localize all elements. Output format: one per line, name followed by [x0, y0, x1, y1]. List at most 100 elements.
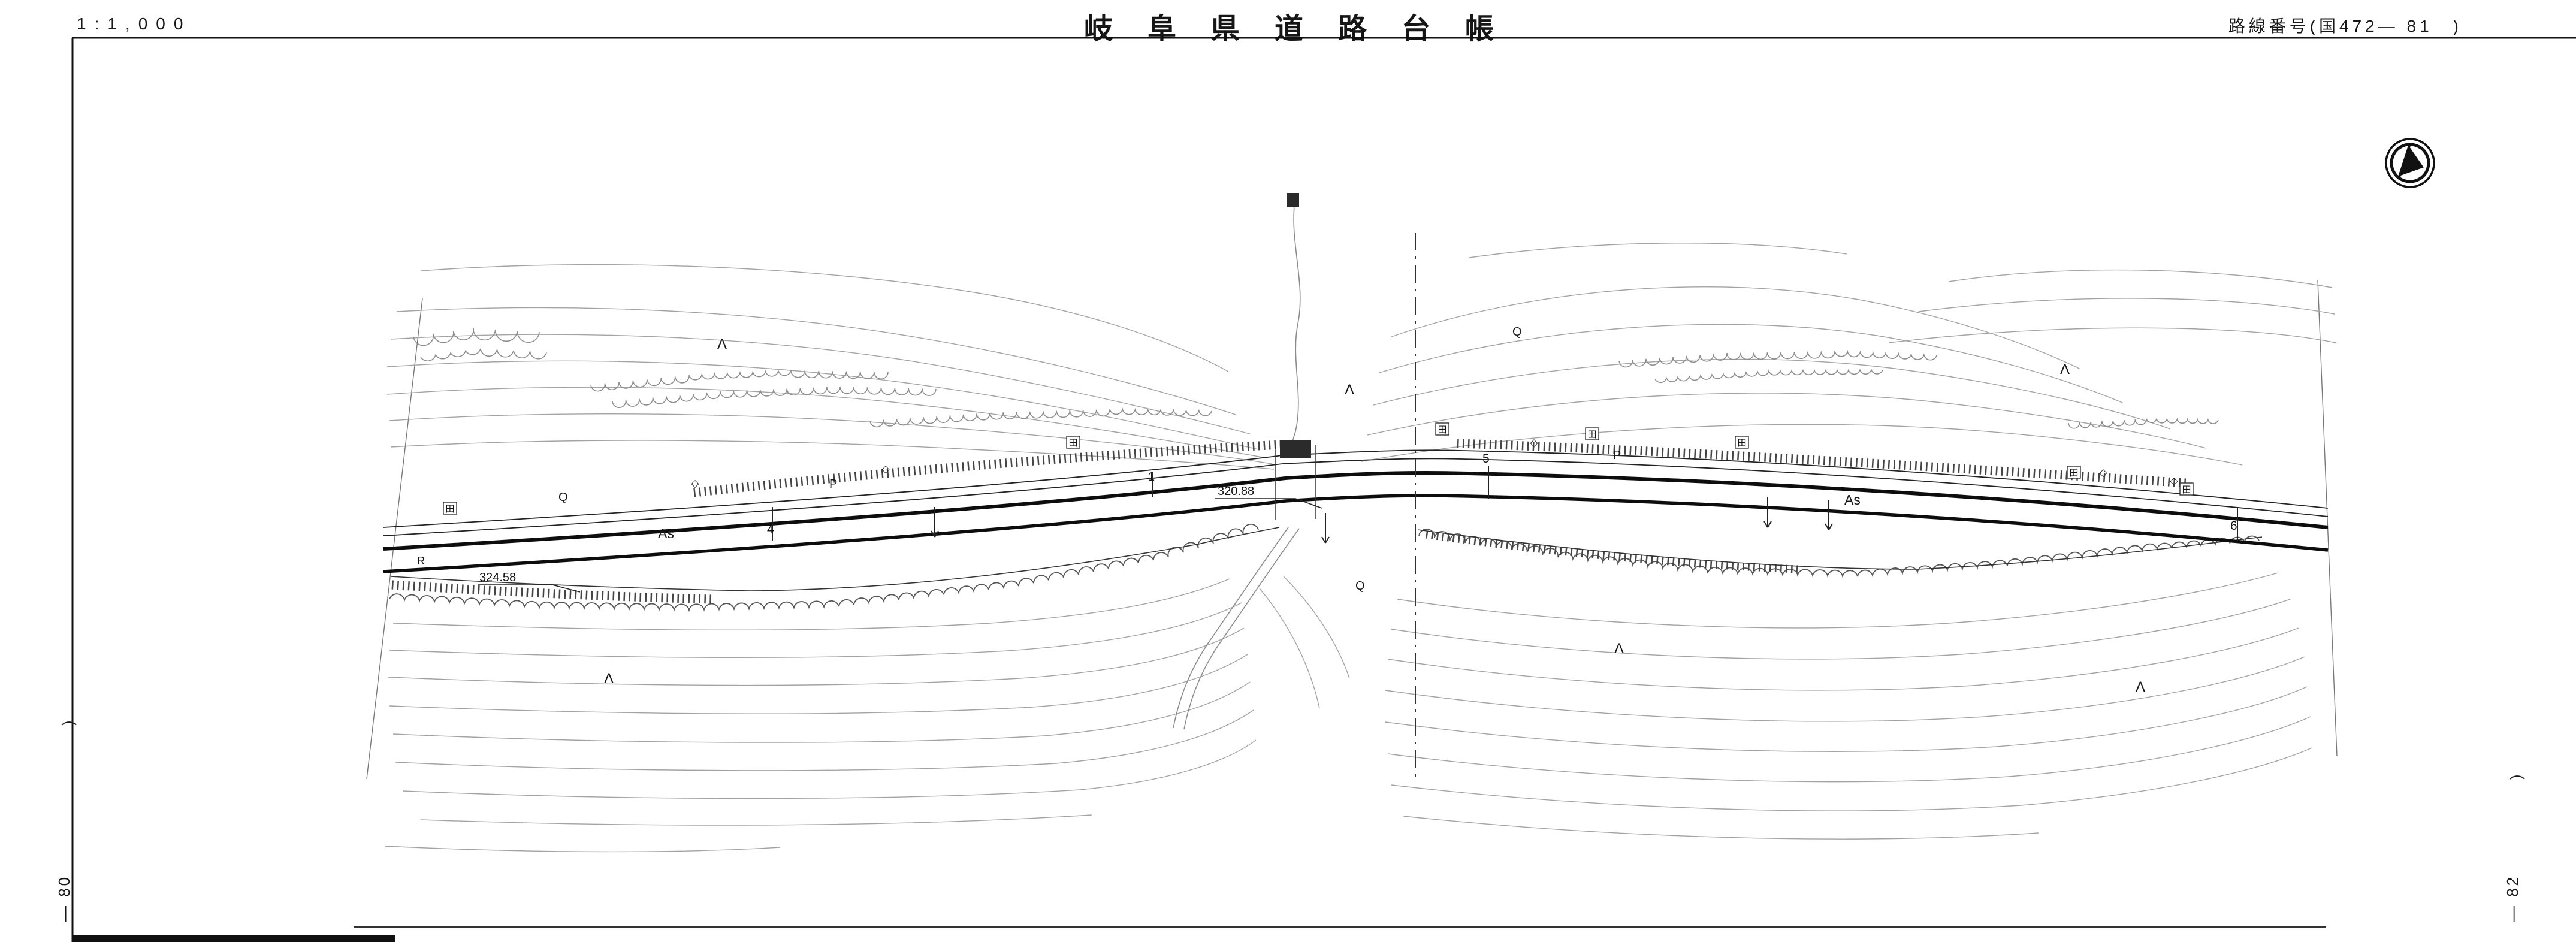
contour-line [1387, 627, 2299, 691]
contour-line [1469, 243, 1847, 258]
contour-line [1385, 656, 2305, 722]
contour-line [395, 709, 1254, 771]
contour-line [396, 307, 1236, 415]
contour-line [1367, 393, 2207, 449]
rice-field-symbol: 田 [2067, 466, 2081, 479]
flow-arrow [1825, 500, 1833, 530]
route-number: 路線番号(国472— 81 ) [2228, 17, 2462, 35]
sheet-match-line-left [366, 298, 423, 780]
svg-text:田: 田 [445, 504, 454, 514]
contour-line [1391, 599, 2291, 660]
svg-text:田: 田 [1068, 438, 1077, 448]
wall-top-line [1417, 529, 2263, 570]
diamond-symbols: ◇ ◇ ◇ ◇ ◇ [691, 437, 2178, 489]
diamond-symbol: ◇ [881, 463, 890, 475]
tree-symbol: Λ [717, 336, 727, 352]
leader-line [552, 584, 581, 593]
contour-line [1391, 286, 2081, 370]
q-label: Q [1512, 325, 1522, 339]
rice-field-symbol: 田 [1435, 422, 1449, 436]
road-marks [772, 466, 2238, 544]
rice-field-symbol: 田 [1066, 436, 1080, 449]
contour-line [1283, 576, 1350, 679]
tree-row [413, 328, 540, 346]
tree-symbol: Λ [2060, 361, 2070, 378]
contour-line [1379, 324, 2123, 403]
leader-line [1295, 498, 1322, 509]
sheet-match-line-right [2317, 280, 2338, 757]
station-label: 5 [1482, 452, 1490, 466]
r-label: R [417, 555, 425, 567]
rice-field-symbol: 田 [2179, 482, 2194, 496]
rice-field-symbol: 田 [1585, 427, 1599, 440]
tree-row [612, 386, 937, 409]
tree-symbol: Λ [2136, 679, 2145, 695]
contour-line [1259, 588, 1320, 709]
stream-upper [1288, 196, 1301, 457]
flow-arrow [1763, 497, 1772, 528]
svg-text:田: 田 [2182, 485, 2191, 495]
contour-line [386, 360, 1259, 450]
page-title: 岐阜県道路台帳 [1083, 13, 1529, 45]
pavement-label: As [658, 526, 674, 541]
p-label: P [1613, 449, 1621, 462]
contour-line [402, 739, 1257, 799]
contour-line [420, 814, 1092, 826]
tree-row [590, 369, 889, 392]
contour-line [1361, 424, 2243, 466]
tree-row [420, 348, 547, 362]
q-label: Q [558, 491, 568, 504]
contour-line [1397, 572, 2279, 629]
stream-lower [1183, 528, 1300, 730]
contour-line [389, 602, 1242, 658]
road-top-edge-inner [383, 458, 2329, 536]
map-labels: 320.88 324.58 As As P P Q Q Q R 1 4 5 6 [417, 325, 2237, 593]
flow-arrow [931, 507, 939, 538]
diamond-symbol: ◇ [1530, 437, 1538, 448]
diamond-symbol: ◇ [2170, 475, 2178, 487]
contour-line [1948, 269, 2333, 288]
q-label: Q [1355, 579, 1365, 593]
elevation-leaders [478, 498, 1322, 593]
contour-line [1385, 686, 2308, 752]
contour-line [1918, 298, 2335, 315]
frame-bottom-strip [72, 935, 395, 942]
diamond-symbol: ◇ [2099, 467, 2107, 478]
rice-field-symbols: 田 田 田 田 田 田 田 [443, 422, 2194, 515]
elevation-label-center: 320.88 [1218, 485, 1254, 498]
tree-row [869, 407, 1212, 428]
flow-arrow [1321, 513, 1330, 544]
tree-symbol: Λ [1345, 382, 1354, 398]
contour-lines [384, 243, 2336, 853]
svg-text:田: 田 [1737, 438, 1746, 448]
vegetation-rows [413, 328, 2219, 429]
stream [1173, 193, 1316, 730]
station-label: 1 [1148, 470, 1155, 484]
svg-text:田: 田 [2069, 468, 2078, 478]
contour-line [1888, 327, 2336, 343]
pavement-edge-upper [383, 470, 2329, 551]
north-arrow-pennant [2399, 146, 2424, 176]
wall-top-line [390, 527, 1280, 591]
bridge-culvert [1280, 440, 1311, 458]
contour-line [389, 654, 1248, 714]
contour-line [390, 334, 1251, 434]
station-label: 6 [2230, 519, 2237, 533]
contour-line [420, 264, 1229, 372]
retaining-wall-band [1426, 530, 1798, 573]
rice-field-symbol: 田 [443, 502, 457, 515]
tree-symbols: Λ Λ Λ Λ Λ Λ [604, 336, 2145, 695]
contour-line [390, 440, 1275, 470]
svg-text:田: 田 [1587, 430, 1596, 440]
sheet-frame [71, 37, 2576, 942]
tree-row [1654, 368, 1883, 384]
north-arrow-outer-ring [2385, 138, 2435, 188]
contour-line [1387, 716, 2311, 783]
contour-line [1373, 358, 2171, 430]
p-label: P [829, 478, 837, 491]
embankment-scallop [389, 523, 1259, 612]
contour-line [386, 387, 1266, 458]
pavement-edge-lower [383, 494, 2329, 573]
